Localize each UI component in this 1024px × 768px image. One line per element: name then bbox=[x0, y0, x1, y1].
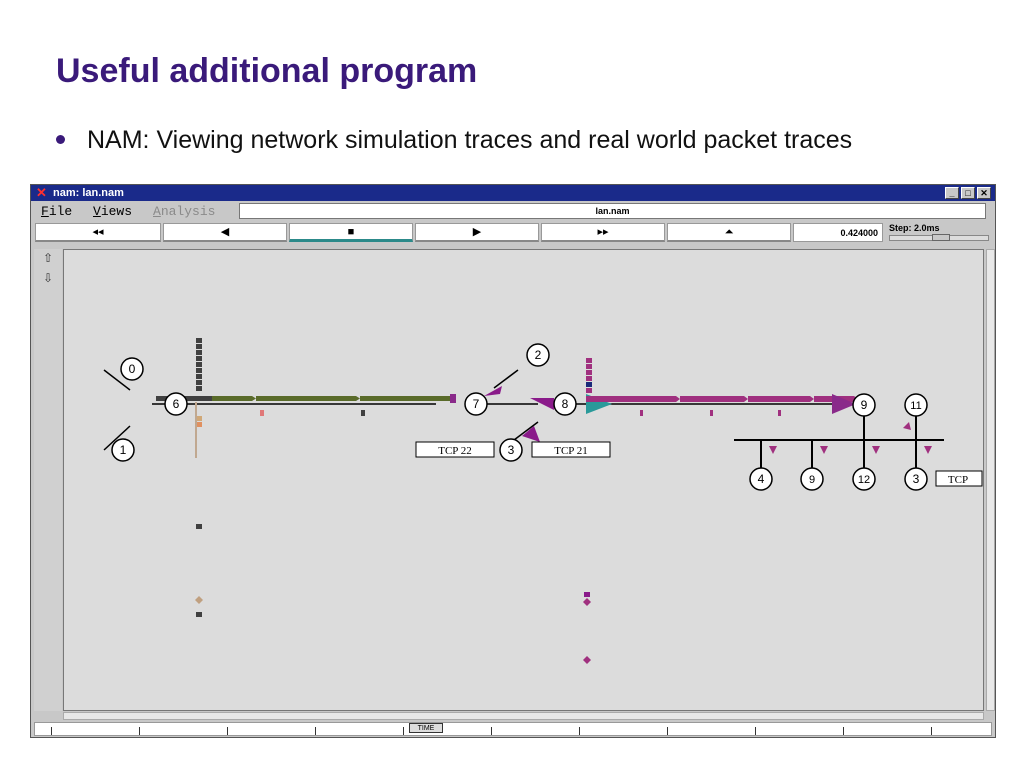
node-label: 8 bbox=[562, 397, 569, 411]
zoom-tools: ⇧ ⇩ bbox=[34, 249, 62, 711]
packet bbox=[360, 396, 456, 401]
node-0 bbox=[120, 357, 144, 381]
link-1-6 bbox=[103, 425, 131, 451]
node-13 bbox=[852, 467, 876, 491]
dropped-packet bbox=[196, 524, 202, 529]
packet bbox=[450, 394, 456, 403]
node-9 bbox=[852, 393, 876, 417]
playback-toolbar: ◂◂ ◀ ■ ▶ ▸▸ ⏶ 0.424000 Step: 2.0ms bbox=[31, 221, 995, 247]
play-button[interactable]: ▶ bbox=[415, 223, 539, 242]
node-5 bbox=[749, 467, 773, 491]
node-label: 9 bbox=[809, 474, 815, 486]
node-label: 3 bbox=[508, 443, 515, 457]
minimize-button[interactable]: _ bbox=[945, 187, 959, 199]
packet bbox=[586, 396, 622, 402]
node-label: 9 bbox=[861, 398, 868, 412]
minimize-icon: _ bbox=[949, 188, 955, 198]
menu-file[interactable]: File bbox=[41, 204, 73, 219]
time-display: 0.424000 bbox=[793, 223, 883, 242]
link-0-6 bbox=[103, 369, 131, 391]
menu-views[interactable]: Views bbox=[93, 204, 133, 219]
packet bbox=[748, 396, 814, 402]
node-label: 12 bbox=[858, 474, 870, 486]
nam-window: ✕ nam: lan.nam _ □ ✕ File Views Analysis… bbox=[30, 184, 996, 738]
node-label: 7 bbox=[473, 397, 480, 411]
agent-label: TCP 22 bbox=[438, 445, 472, 457]
vertical-scrollbar[interactable] bbox=[986, 249, 995, 711]
horizontal-scrollbar[interactable] bbox=[63, 712, 984, 720]
packet bbox=[680, 396, 748, 402]
agent-box bbox=[415, 441, 495, 458]
close-icon: ✕ bbox=[980, 188, 988, 198]
node-12 bbox=[904, 393, 928, 417]
node-label: 3 bbox=[913, 472, 920, 486]
maximize-button[interactable]: □ bbox=[961, 187, 975, 199]
dropped-packet bbox=[584, 592, 590, 597]
packet bbox=[256, 396, 360, 401]
window-title: nam: lan.nam bbox=[53, 187, 124, 199]
maximize-icon: □ bbox=[965, 188, 971, 198]
agent-box bbox=[531, 441, 611, 458]
rewind-button[interactable]: ◂◂ bbox=[35, 223, 161, 242]
menu-bar: File Views Analysis lan.nam bbox=[31, 202, 995, 220]
node-label: 4 bbox=[758, 472, 765, 486]
node-1 bbox=[111, 438, 135, 462]
slide-title: Useful additional program bbox=[56, 52, 478, 90]
eject-button[interactable]: ⏶ bbox=[667, 223, 791, 242]
agent-label: TCP bbox=[948, 474, 968, 486]
node-label: 0 bbox=[129, 362, 136, 376]
bullet-item: NAM: Viewing network simulation traces a… bbox=[56, 126, 852, 155]
packet bbox=[832, 394, 856, 414]
node-4 bbox=[904, 467, 928, 491]
ack-packet bbox=[260, 410, 264, 416]
node-3 bbox=[499, 438, 523, 462]
node-label: 11 bbox=[910, 400, 921, 412]
node-label: 2 bbox=[535, 348, 542, 362]
timeline-slider[interactable]: TIME bbox=[34, 722, 992, 736]
node-6 bbox=[164, 392, 188, 416]
stop-button[interactable]: ■ bbox=[289, 223, 413, 242]
dropped-packet bbox=[195, 596, 203, 604]
node-label: 1 bbox=[120, 443, 127, 457]
bullet-text: NAM: Viewing network simulation traces a… bbox=[87, 126, 853, 154]
step-slider-thumb[interactable] bbox=[932, 234, 950, 241]
close-button[interactable]: ✕ bbox=[977, 187, 991, 199]
zoom-out-icon[interactable]: ⇩ bbox=[42, 271, 54, 285]
menu-analysis[interactable]: Analysis bbox=[153, 204, 216, 219]
step-back-button[interactable]: ◀ bbox=[163, 223, 287, 242]
packet bbox=[622, 396, 680, 402]
dropped-packet bbox=[196, 612, 202, 617]
network-topology: 0 1 6 7 2 8 3 9 11 4 9 12 3 bbox=[103, 338, 983, 664]
agent-label: TCP 21 bbox=[554, 445, 588, 457]
fast-forward-button[interactable]: ▸▸ bbox=[541, 223, 665, 242]
filename-field: lan.nam bbox=[239, 203, 986, 219]
node-8 bbox=[553, 392, 577, 416]
link-2-8 bbox=[493, 369, 519, 389]
packet bbox=[522, 426, 540, 442]
x-logo-icon: ✕ bbox=[36, 185, 47, 200]
node-7 bbox=[464, 392, 488, 416]
window-titlebar[interactable]: ✕ nam: lan.nam _ □ ✕ bbox=[31, 185, 995, 201]
ack-packet bbox=[361, 410, 365, 416]
timeline-knob[interactable]: TIME bbox=[409, 723, 443, 733]
agent-box bbox=[935, 470, 983, 487]
network-canvas[interactable]: 0 1 6 7 2 8 3 9 11 4 9 12 3 bbox=[63, 249, 984, 711]
bullet-icon bbox=[56, 134, 65, 144]
packet bbox=[484, 386, 502, 396]
step-slider[interactable] bbox=[889, 234, 989, 241]
node-2 bbox=[526, 343, 550, 367]
step-label: Step: 2.0ms bbox=[889, 223, 940, 233]
zoom-in-icon[interactable]: ⇧ bbox=[42, 251, 54, 265]
link-3-8 bbox=[513, 421, 539, 441]
node-11 bbox=[800, 467, 824, 491]
packet bbox=[212, 396, 256, 401]
node-label: 6 bbox=[173, 397, 180, 411]
packet bbox=[530, 398, 554, 410]
